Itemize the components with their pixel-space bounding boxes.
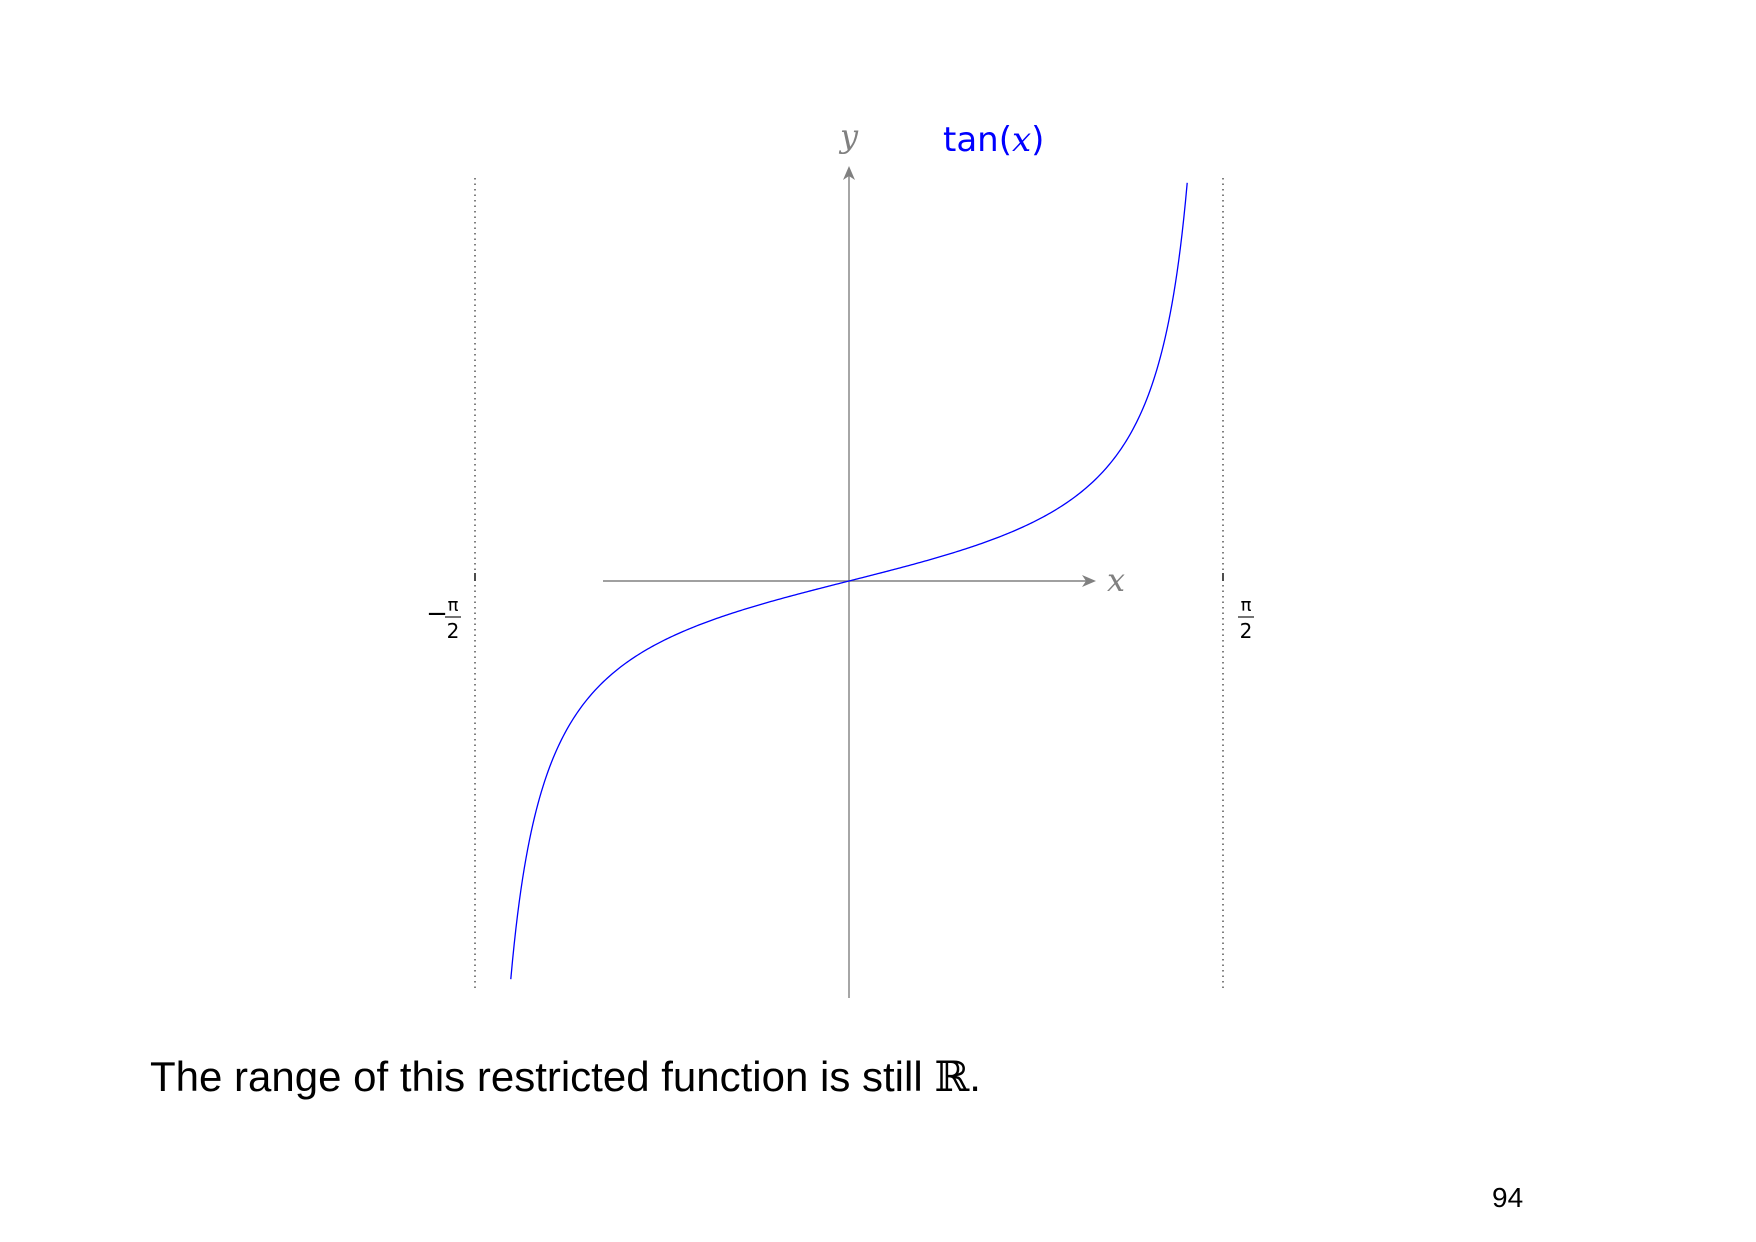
caption-text: The range of this restricted function is…: [150, 1053, 935, 1100]
x-tick-label-denominator-neg: 2: [447, 619, 460, 643]
x-axis-label: x: [1107, 561, 1125, 599]
y-axis-label: y: [838, 117, 859, 155]
caption-end: .: [969, 1053, 981, 1100]
series-line-tan: [510, 182, 1188, 980]
slide-caption: The range of this restricted function is…: [150, 1052, 981, 1101]
reals-symbol: ℝ: [934, 1052, 970, 1101]
x-tick-label-minus: −: [426, 599, 448, 629]
page-number: 94: [1492, 1182, 1524, 1213]
x-axis-arrow: [1082, 575, 1096, 587]
series-label-tan: tan(x): [943, 120, 1044, 160]
series-label-var: x: [1012, 120, 1031, 160]
x-tick-label-numerator-pos: π: [1241, 595, 1252, 616]
series-label-prefix: tan(: [943, 120, 1012, 160]
series-label-suffix: ): [1031, 120, 1044, 160]
x-tick-label-numerator-neg: π: [448, 595, 459, 616]
y-axis-arrow: [843, 166, 855, 180]
x-tick-label-denominator-pos: 2: [1240, 619, 1253, 643]
